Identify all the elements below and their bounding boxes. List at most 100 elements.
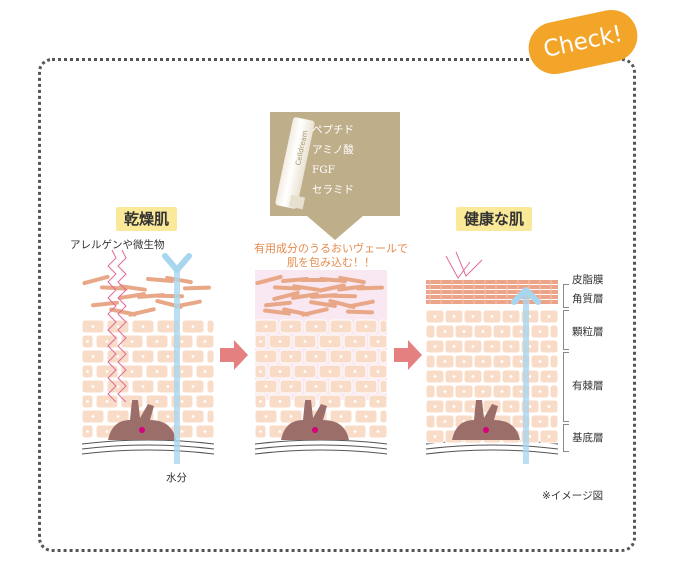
ingredient-list: ペプチド アミノ酸 FGF セラミド <box>312 120 394 200</box>
cell-nucleus <box>166 415 170 418</box>
cell-nucleus <box>471 405 475 408</box>
corneocyte-flake <box>272 291 300 301</box>
cell-nucleus <box>116 325 120 328</box>
veil-annotation: 有用成分のうるおいヴェールで 肌を包み込む！！ <box>246 242 416 270</box>
ingredient-item: FGF <box>312 164 335 176</box>
cell-nucleus <box>471 375 475 378</box>
corneocyte-flake <box>292 284 320 292</box>
cell-nucleus <box>203 340 207 343</box>
skin-cell <box>425 414 436 429</box>
cell-nucleus <box>105 400 109 403</box>
veil-annotation-line1: 有用成分のうるおいヴェールで <box>254 242 408 255</box>
dermis-line <box>81 449 215 455</box>
cell-nucleus <box>191 325 195 328</box>
cell-nucleus <box>500 330 504 333</box>
cell-nucleus <box>91 325 95 328</box>
cell-nucleus <box>339 385 343 388</box>
cell-nucleus <box>166 355 170 358</box>
cell-nucleus <box>538 360 542 363</box>
cell-nucleus <box>86 370 89 373</box>
skin-cell <box>549 354 559 369</box>
skin-cell <box>206 379 215 394</box>
cell-nucleus <box>191 385 195 388</box>
cell-nucleus <box>203 430 207 433</box>
melanocyte-nucleus <box>312 427 318 433</box>
cell-nucleus <box>191 415 195 418</box>
reflected-allergen-arrow <box>445 255 471 279</box>
cell-nucleus <box>141 355 145 358</box>
cell-nucleus <box>500 360 504 363</box>
cell-nucleus <box>303 370 307 373</box>
dermis-line <box>81 444 215 450</box>
cell-nucleus <box>91 355 95 358</box>
cell-nucleus <box>339 415 343 418</box>
cell-nucleus <box>509 405 513 408</box>
corneocyte-flake <box>282 307 310 317</box>
healthy-skin-title: 健康な肌 <box>456 207 533 231</box>
cell-nucleus <box>314 325 318 328</box>
cell-nucleus <box>538 420 542 423</box>
cell-nucleus <box>91 385 95 388</box>
cell-nucleus <box>547 345 551 348</box>
cell-nucleus <box>528 435 532 438</box>
dermis-line <box>425 444 559 450</box>
layer-bracket <box>563 284 569 308</box>
stratum-corneum-layer <box>426 300 558 304</box>
cell-nucleus <box>376 340 380 343</box>
cell-nucleus <box>353 370 357 373</box>
cell-nucleus <box>353 340 357 343</box>
layer-label-stratum-corneum: 角質層 <box>572 293 604 305</box>
allergen-path <box>117 249 127 403</box>
cell-nucleus <box>547 435 551 438</box>
cell-nucleus <box>528 375 532 378</box>
cell-nucleus <box>278 370 282 373</box>
cell-nucleus <box>339 355 343 358</box>
cell-nucleus <box>180 400 184 403</box>
layer-label-basal: 基底層 <box>572 432 604 444</box>
image-note: ※イメージ図 <box>542 490 604 502</box>
cell-nucleus <box>528 405 532 408</box>
corneocyte-flake <box>337 284 365 292</box>
cell-nucleus <box>376 370 380 373</box>
cell-nucleus <box>116 355 120 358</box>
cell-nucleus <box>86 340 89 343</box>
melanocyte <box>108 400 176 440</box>
dermis-line <box>254 444 388 450</box>
cell-nucleus <box>278 400 282 403</box>
stratum-corneum-layer <box>426 280 558 284</box>
cell-nucleus <box>538 330 542 333</box>
stratum-corneum-layer <box>426 290 558 294</box>
cell-nucleus <box>547 315 551 318</box>
diagram-frame <box>38 58 636 552</box>
melanocyte <box>452 400 520 440</box>
skin-cell <box>549 414 559 429</box>
skin-cell <box>379 409 388 424</box>
veil-annotation-line2: 肌を包み込む！！ <box>287 256 375 269</box>
cell-nucleus <box>452 315 456 318</box>
cell-nucleus <box>433 375 437 378</box>
cell-nucleus <box>86 400 89 403</box>
cell-nucleus <box>519 390 523 393</box>
cell-nucleus <box>180 430 184 433</box>
cell-nucleus <box>547 375 551 378</box>
cell-nucleus <box>452 345 456 348</box>
cell-nucleus <box>462 390 466 393</box>
cell-nucleus <box>259 430 262 433</box>
cell-nucleus <box>314 385 318 388</box>
cell-nucleus <box>433 345 437 348</box>
cell-nucleus <box>481 390 485 393</box>
cell-nucleus <box>278 430 282 433</box>
cell-nucleus <box>303 340 307 343</box>
cell-nucleus <box>203 400 207 403</box>
cell-nucleus <box>289 325 293 328</box>
water-escape-arrow <box>162 253 192 273</box>
cell-nucleus <box>364 355 368 358</box>
corneocyte-flake <box>338 275 366 285</box>
corneocyte-flake <box>255 274 283 286</box>
cell-nucleus <box>264 355 268 358</box>
cell-nucleus <box>353 400 357 403</box>
corneocyte-flake <box>281 276 309 284</box>
